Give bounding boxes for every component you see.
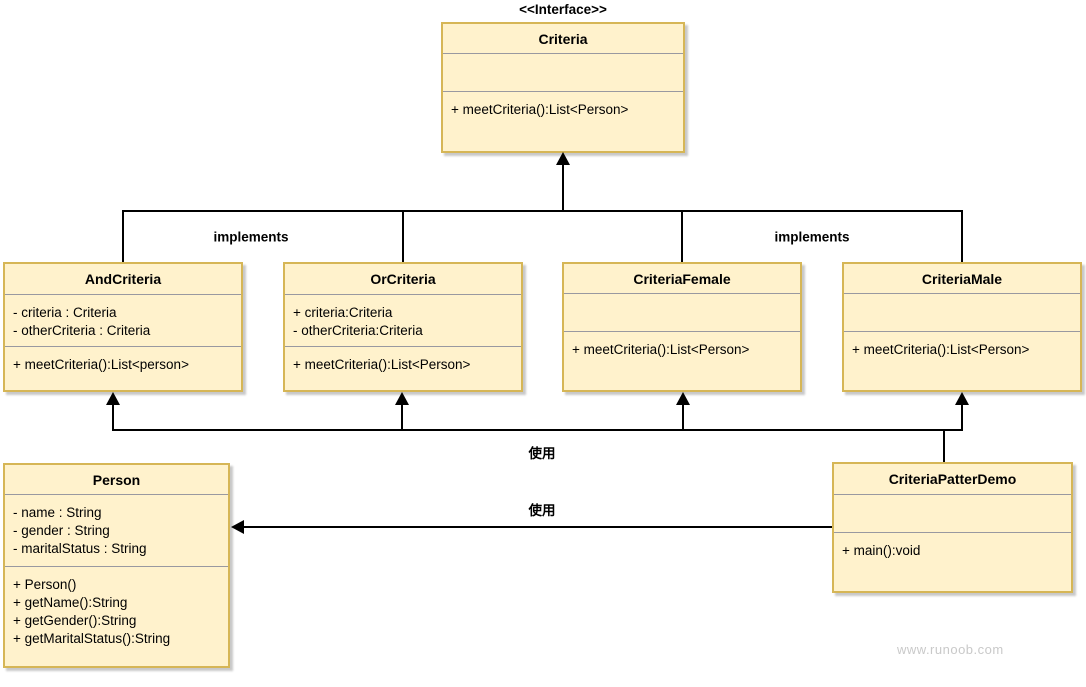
class-title: AndCriteria [5, 264, 241, 295]
attribute-item: - otherCriteria:Criteria [293, 323, 423, 338]
method-item: + Person() [13, 577, 77, 592]
class-methods: + main():void [834, 533, 1071, 591]
method-item: + getName():String [13, 595, 128, 610]
method-item: + meetCriteria():List<Person> [572, 342, 750, 357]
use-line-orcriteria [401, 404, 403, 429]
method-item: + main():void [842, 543, 921, 558]
implements-label-left: implements [209, 229, 293, 245]
use-label-bottom: 使用 [524, 499, 560, 519]
method-item: + meetCriteria():List<Person> [293, 357, 471, 372]
class-box-orcriteria: OrCriteria + criteria:Criteria - otherCr… [283, 262, 523, 392]
class-attributes: - criteria : Criteria - otherCriteria : … [5, 295, 241, 347]
class-attributes: - name : String - gender : String - mari… [5, 495, 228, 567]
watermark-text: www.runoob.com [897, 642, 1004, 657]
class-attributes [844, 294, 1080, 332]
method-item: + getMaritalStatus():String [13, 631, 171, 646]
class-box-criteriapatterdemo: CriteriaPatterDemo + main():void [832, 462, 1073, 593]
interface-stereotype-label: <<Interface>> [519, 2, 607, 17]
class-box-andcriteria: AndCriteria - criteria : Criteria - othe… [3, 262, 243, 392]
use-arrowhead-orcriteria [395, 392, 409, 405]
implements-drop-criteriafemale [681, 212, 683, 262]
class-title: CriteriaMale [844, 264, 1080, 294]
implements-bus-line [122, 210, 963, 212]
class-title: OrCriteria [285, 264, 521, 295]
class-methods: + meetCriteria():List<Person> [285, 347, 521, 390]
attribute-item: - name : String [13, 505, 102, 520]
class-attributes [443, 54, 683, 92]
class-box-criteria: Criteria + meetCriteria():List<Person> [441, 22, 685, 153]
use-line-criteriafemale [682, 404, 684, 429]
use-line-andcriteria [112, 404, 114, 429]
class-title: Criteria [443, 24, 683, 54]
class-title: CriteriaPatterDemo [834, 464, 1071, 495]
attribute-item: - otherCriteria : Criteria [13, 323, 151, 338]
class-title: CriteriaFemale [564, 264, 800, 294]
implements-drop-andcriteria [122, 212, 124, 262]
generalization-arrowhead [556, 152, 570, 165]
class-methods: + meetCriteria():List<Person> [564, 332, 800, 390]
class-box-criteriafemale: CriteriaFemale + meetCriteria():List<Per… [562, 262, 802, 392]
attribute-item: - maritalStatus : String [13, 541, 147, 556]
attribute-item: - gender : String [13, 523, 110, 538]
use-person-arrowhead [231, 520, 244, 534]
method-item: + meetCriteria():List<person> [13, 357, 189, 372]
method-item: + getGender():String [13, 613, 137, 628]
use-arrowhead-andcriteria [106, 392, 120, 405]
use-person-line [244, 526, 832, 528]
use-label-top: 使用 [524, 442, 560, 462]
use-arrowhead-criteriafemale [676, 392, 690, 405]
use-bus-line [112, 429, 963, 431]
class-methods: + meetCriteria():List<Person> [844, 332, 1080, 390]
class-box-criteriamale: CriteriaMale + meetCriteria():List<Perso… [842, 262, 1082, 392]
attribute-item: - criteria : Criteria [13, 305, 117, 320]
generalization-line-to-criteria [562, 165, 564, 211]
class-methods: + meetCriteria():List<person> [5, 347, 241, 390]
method-item: + meetCriteria():List<Person> [451, 102, 629, 117]
class-attributes: + criteria:Criteria - otherCriteria:Crit… [285, 295, 521, 347]
use-arrowhead-criteriamale [955, 392, 969, 405]
class-attributes [564, 294, 800, 332]
class-title: Person [5, 465, 228, 495]
class-methods: + meetCriteria():List<Person> [443, 92, 683, 151]
implements-label-right: implements [770, 229, 854, 245]
use-line-criteriamale [961, 404, 963, 429]
class-box-person: Person - name : String - gender : String… [3, 463, 230, 668]
implements-drop-criteriamale [961, 212, 963, 262]
method-item: + meetCriteria():List<Person> [852, 342, 1030, 357]
use-bus-connector-demo [943, 431, 945, 462]
implements-drop-orcriteria [402, 212, 404, 262]
attribute-item: + criteria:Criteria [293, 305, 393, 320]
class-methods: + Person() + getName():String + getGende… [5, 567, 228, 666]
class-attributes [834, 495, 1071, 533]
